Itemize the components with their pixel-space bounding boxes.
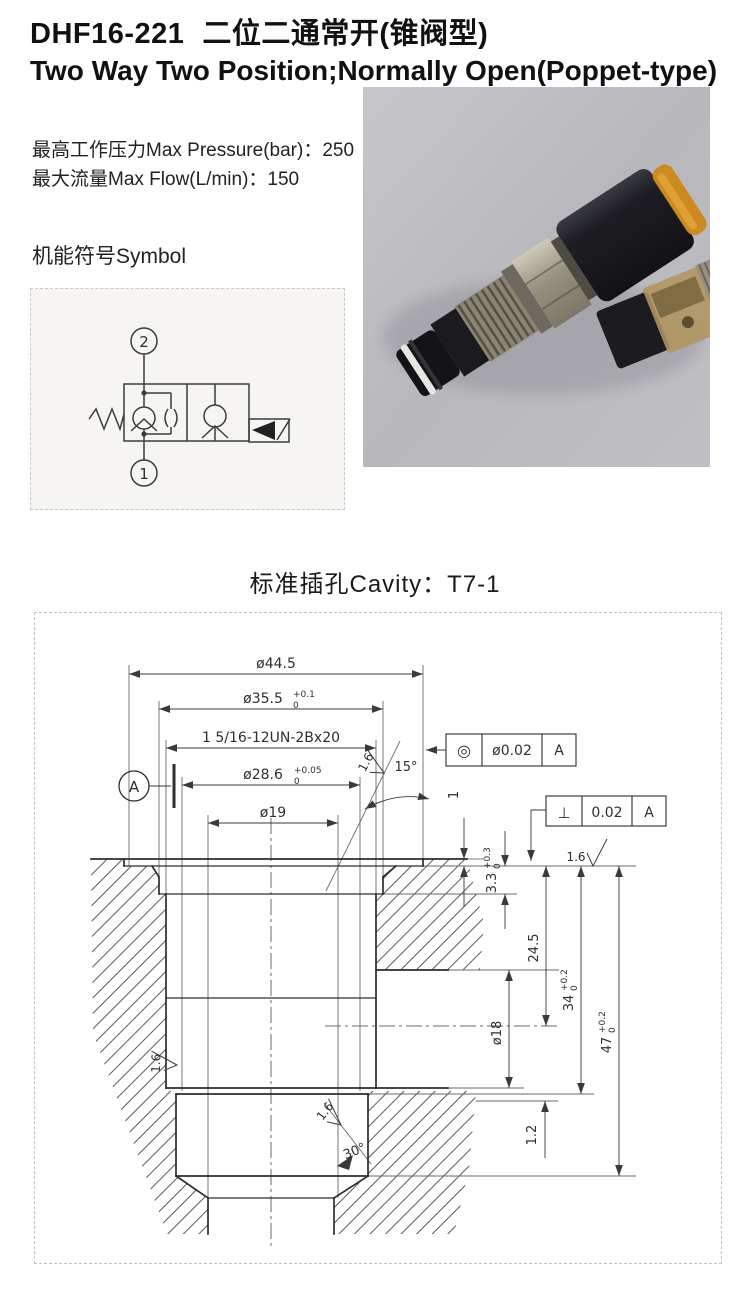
port-1-label: 1 [139, 465, 149, 483]
dim-18: ø18 [490, 1021, 505, 1046]
svg-text:+0.1: +0.1 [293, 690, 315, 700]
section-hatching [91, 859, 484, 1234]
svg-text:ø0.02: ø0.02 [492, 743, 532, 759]
svg-text:0: 0 [493, 863, 503, 869]
title-block: DHF16-221 二位二通常开(锥阀型) Two Way Two Positio… [30, 10, 730, 87]
solenoid-symbol [248, 418, 290, 443]
dim-depth-1: 1 [447, 791, 462, 799]
dim-24-5: 24.5 [527, 934, 542, 963]
dim-19: ø19 [260, 805, 286, 821]
cavity-drawing: A ◎ ø0.02 A ⊥ 0.02 A [90, 656, 667, 1249]
concentricity-frame: ◎ ø0.02 A [426, 733, 577, 767]
perpendicularity-icon: ⊥ [557, 804, 570, 822]
hydraulic-symbol-box: 2 1 [30, 288, 345, 510]
svg-text:0: 0 [608, 1027, 618, 1033]
extension-lines [128, 665, 636, 1198]
symbol-heading: 机能符号Symbol [32, 245, 187, 268]
angle-30: 30° [341, 1140, 368, 1163]
page-title: DHF16-221 二位二通常开(锥阀型) [30, 10, 730, 52]
spring-symbol [88, 406, 125, 432]
dim-47: 47 [600, 1037, 615, 1054]
cavity-heading: 标准插孔Cavity：T7-1 [249, 571, 501, 598]
svg-text:+0.3: +0.3 [483, 847, 493, 869]
m12-connector [695, 256, 710, 333]
valve-photo-body [396, 164, 707, 397]
connector-assembly [596, 256, 710, 369]
finish-value: 1.6 [355, 751, 376, 774]
svg-text:A: A [644, 805, 654, 821]
svg-text:1.6: 1.6 [566, 850, 585, 864]
hydraulic-symbol-drawing: 2 1 [88, 327, 291, 487]
solenoid-coil [556, 169, 694, 302]
dim-44-5: ø44.5 [256, 656, 296, 672]
dim-1-2: 1.2 [525, 1125, 540, 1146]
perpendicularity-frame: ⊥ 0.02 A [527, 795, 667, 862]
spec-pressure-value: 250 [322, 140, 355, 161]
dim-thread: 1 5/16-12UN-2Bx20 [202, 730, 340, 746]
datum-a: A [118, 764, 176, 808]
title-chinese: 二位二通常开(锥阀型) [202, 18, 489, 50]
svg-text:+0.2: +0.2 [560, 969, 570, 991]
svg-text:1.6: 1.6 [314, 1099, 337, 1123]
cavity-drawing-box: A ◎ ø0.02 A ⊥ 0.02 A [34, 612, 722, 1264]
concentricity-icon: ◎ [457, 741, 471, 760]
svg-text:+0.05: +0.05 [294, 766, 322, 776]
svg-text:A: A [554, 743, 564, 759]
dimension-lines [129, 670, 623, 1176]
spec-flow: 最大流量Max Flow(L/min)：150 [32, 169, 300, 190]
svg-text:1.6: 1.6 [149, 1053, 164, 1073]
dim-28-6: ø28.6 [243, 767, 283, 783]
product-photo [363, 87, 710, 467]
spec-list: 最高工作压力Max Pressure(bar)：250 最大流量Max Flow… [32, 136, 354, 194]
spec-flow-value: 150 [267, 169, 300, 190]
cavity-profile [90, 858, 468, 1235]
chamfer-arrow [337, 1155, 353, 1170]
datum-a-label: A [129, 778, 140, 796]
svg-text:0.02: 0.02 [591, 805, 622, 821]
svg-text:+0.2: +0.2 [598, 1011, 608, 1033]
dim-3-3: 3.3 [485, 873, 500, 894]
dimension-labels: ø44.5 ø35.5 +0.1 0 1 5/16-12UN-2Bx20 ø28… [202, 656, 618, 1163]
hex-nut [511, 237, 592, 329]
solenoid-arrow [252, 421, 275, 440]
svg-text:0: 0 [294, 777, 300, 787]
dim-34: 34 [562, 995, 577, 1012]
title-english: Two Way Two Position;Normally Open(Poppe… [30, 55, 718, 86]
angle-15: 15° [394, 760, 417, 775]
model-number: DHF16-221 [30, 18, 185, 50]
dim-35-5: ø35.5 [243, 691, 283, 707]
port-1-circle [130, 459, 158, 487]
spec-pressure: 最高工作压力Max Pressure(bar)：250 [32, 140, 355, 161]
port-2-label: 2 [139, 333, 149, 351]
svg-text:0: 0 [570, 985, 580, 991]
svg-text:0: 0 [293, 701, 299, 711]
